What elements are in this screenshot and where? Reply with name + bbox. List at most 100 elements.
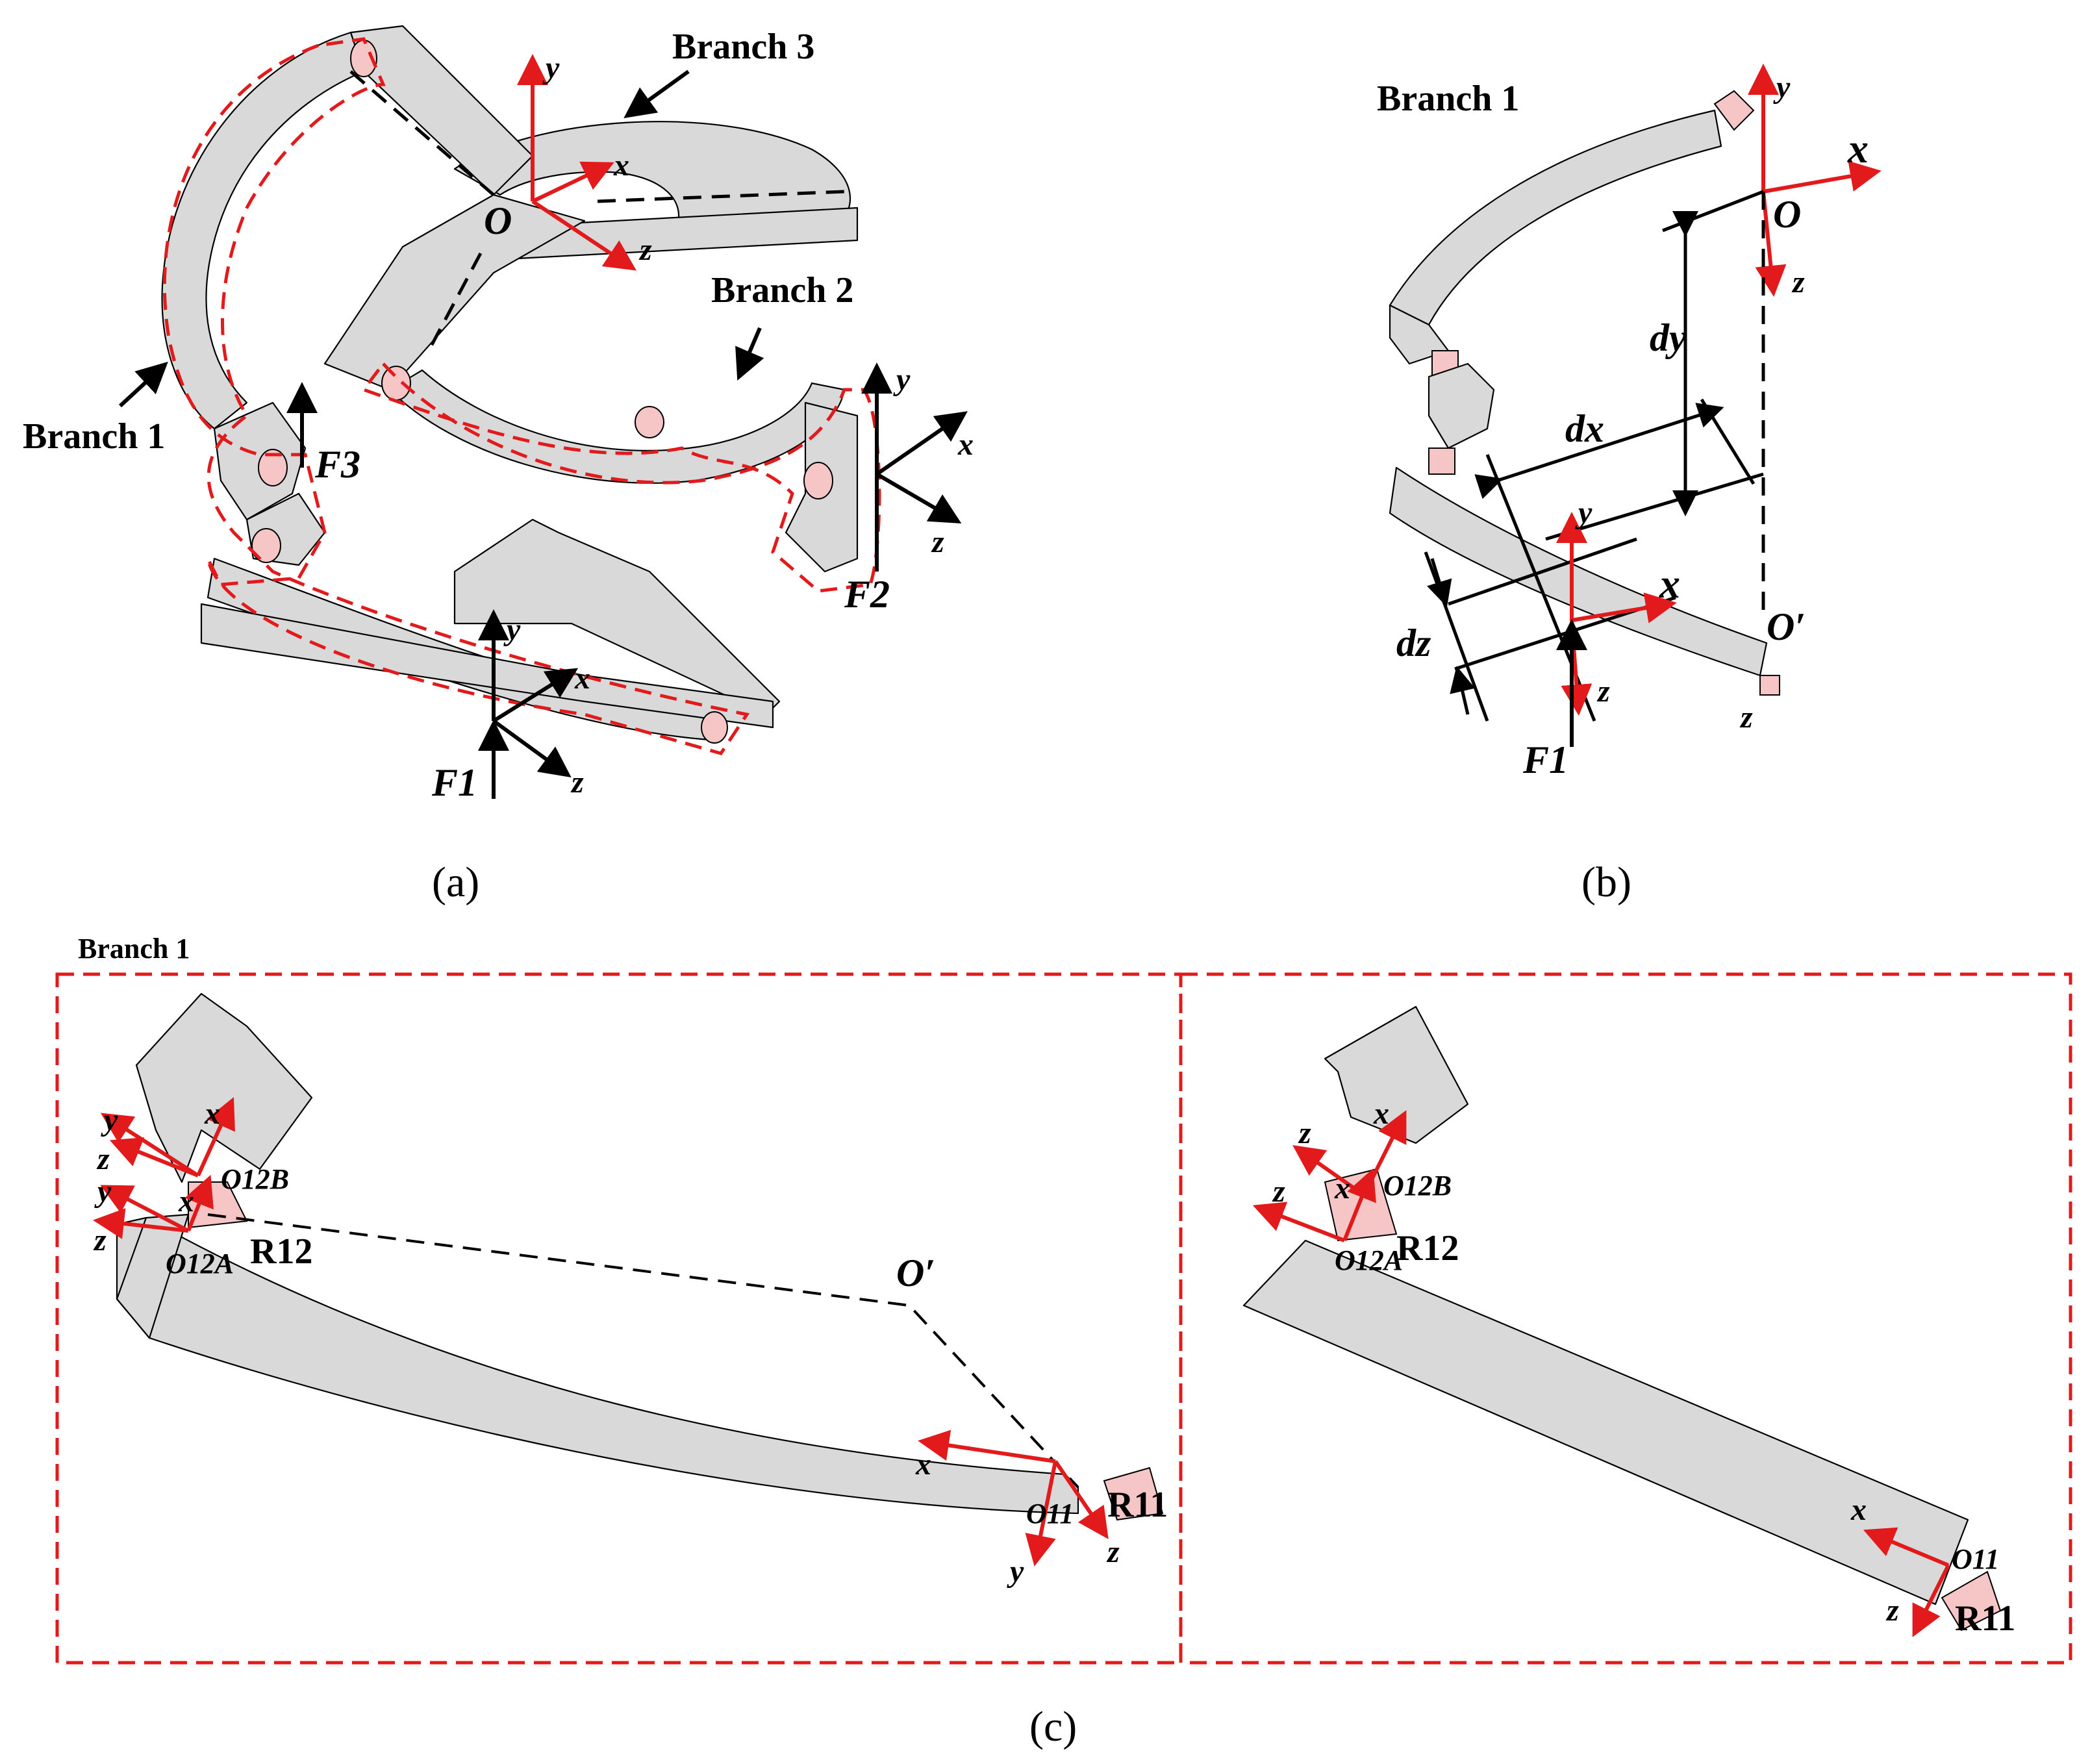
- c-O12A-label: O12A: [166, 1248, 234, 1279]
- c-rO12A-x-label: x: [1334, 1171, 1350, 1205]
- hinge-left-1: [258, 449, 288, 486]
- c-O11-z-label: z: [1106, 1535, 1120, 1569]
- b-hinge-top: [1713, 90, 1755, 131]
- panel-b-branch1: Branch 1 y x z O O′ dy dx: [1377, 64, 1882, 906]
- c-O12A-y-axis: [100, 1185, 190, 1233]
- branch1-upper-link: [349, 25, 534, 196]
- hinge-mid: [381, 366, 411, 401]
- lower-base: [200, 603, 774, 729]
- frameF2-x-axis: [875, 411, 968, 476]
- c-O12B-label: O12B: [221, 1163, 289, 1195]
- frameF1-z-label: z: [570, 765, 584, 800]
- c-rR12-label: R12: [1396, 1228, 1459, 1268]
- hinge-b2-end: [803, 462, 833, 499]
- dy-ext-top: [1662, 190, 1764, 233]
- b-upper-block: [1389, 304, 1450, 365]
- frameO-z-label: z: [638, 233, 652, 267]
- branch1-arc: [161, 31, 365, 430]
- c-right-block: [1324, 1005, 1469, 1144]
- c-rO12B-label: O12B: [1383, 1170, 1452, 1202]
- panel-b-title: Branch 1: [1377, 79, 1519, 119]
- b-hinge-bottom: [1759, 675, 1780, 696]
- branch2-label: Branch 2: [711, 270, 853, 310]
- b-origin-Oprime-label: O′: [1767, 605, 1806, 648]
- branch1-pointer: [118, 361, 168, 408]
- frameO-x-axis: [531, 161, 614, 203]
- frameF2-x-label: x: [957, 427, 974, 462]
- c-O12B-x-axis: [196, 1097, 235, 1177]
- panel-a-label: (a): [432, 859, 479, 906]
- b-frame1-y-label: y: [1575, 496, 1593, 530]
- panel-c-label: (c): [1029, 1703, 1077, 1750]
- panel-c-title: Branch 1: [78, 933, 190, 964]
- b-frameO-z-label: z: [1791, 265, 1805, 299]
- c-O12A-z-label: z: [93, 1223, 107, 1257]
- c-O11-y-label: y: [1007, 1554, 1024, 1589]
- branch1-outline: [162, 37, 750, 755]
- b-frame1-x-axis: [1571, 592, 1677, 624]
- c-rO12A-label: O12A: [1335, 1244, 1403, 1276]
- c-O11-x-label: x: [915, 1447, 931, 1481]
- frameF2-z-label: z: [931, 525, 944, 559]
- c-left-beam-end: [116, 1213, 190, 1339]
- center-hub: [323, 194, 586, 391]
- hinge-left-2: [251, 528, 281, 563]
- c-O12A-y-label: y: [94, 1174, 112, 1209]
- dz-label: dz: [1396, 622, 1431, 664]
- frameO-x-label: x: [613, 148, 629, 183]
- frameF2-z-axis: [875, 472, 962, 524]
- c-R11-label: R11: [1107, 1485, 1168, 1525]
- b-mid-block: [1428, 362, 1495, 449]
- c-O12B-z-axis: [109, 1137, 199, 1178]
- frameF1-y-label: y: [503, 612, 521, 647]
- b-frameO-y-label: y: [1773, 70, 1791, 105]
- panel-b-label: (b): [1581, 859, 1631, 906]
- b-frame1-z-label: z: [1596, 674, 1610, 709]
- c-O11-label: O11: [1026, 1498, 1074, 1530]
- dz-arrow-top: [1427, 558, 1452, 607]
- c-right-hinge-R11: [1941, 1570, 2002, 1632]
- c-O12A-x-label: x: [178, 1184, 194, 1218]
- branch2-arc: [388, 369, 846, 484]
- dy-label: dy: [1650, 316, 1687, 359]
- b-frameO-x-label: x: [1847, 125, 1869, 171]
- force-F2-label: F2: [844, 573, 890, 616]
- c-rO12A-z-label: z: [1272, 1174, 1285, 1209]
- c-O11-x-axis: [918, 1430, 1056, 1463]
- c-O12A-x-axis: [184, 1174, 214, 1232]
- frameF2-y-label: y: [893, 362, 911, 397]
- panel-c-branch1: Branch 1 O′ y z x y z x O12B O12A R12 x …: [55, 933, 2072, 1750]
- dz-ext-top: [1448, 537, 1637, 606]
- b-z-tip-label: z: [1739, 700, 1753, 735]
- c-O12A-z-axis: [93, 1208, 189, 1239]
- dx-label: dx: [1565, 407, 1604, 450]
- b-upper-beam: [1389, 109, 1722, 326]
- c-O11-y-axis: [1025, 1461, 1057, 1567]
- b1-center-line: [349, 70, 495, 196]
- branch3-pointer: [623, 69, 690, 119]
- c-rO11-z-label: z: [1885, 1593, 1899, 1628]
- b-hinge-2: [1428, 447, 1455, 475]
- c-O12B-y-axis: [100, 1113, 199, 1178]
- hinge-low: [701, 711, 728, 744]
- branch3-label: Branch 3: [672, 27, 814, 67]
- c-rO12B-z-label: z: [1298, 1116, 1311, 1150]
- dz-ext-line: [1424, 551, 1489, 722]
- b-frameO-x-axis: [1763, 160, 1882, 194]
- c-rO12B-x-label: x: [1373, 1096, 1389, 1131]
- b2-center-line: [427, 252, 483, 352]
- c-R12-label: R12: [250, 1231, 312, 1272]
- b3-center-line: [597, 190, 845, 203]
- panel-a-mechanism: y x z O y x z F2 y x z F1 F3 Branch 3 Br…: [23, 25, 974, 906]
- branch1-label: Branch 1: [23, 416, 165, 457]
- frameO-z-axis: [531, 199, 636, 271]
- c-O12B-z-label: z: [96, 1142, 110, 1176]
- c-O12B-y-label: y: [101, 1103, 118, 1137]
- branch2-pointer: [735, 327, 764, 381]
- panel-c-right-frame: [1179, 972, 2072, 1665]
- frameF1-z-axis: [492, 719, 572, 778]
- c-rO11-label: O11: [1952, 1543, 1999, 1575]
- c-origin-Oprime-label: O′: [896, 1252, 935, 1294]
- c-left-hinge-R11: [1103, 1467, 1164, 1521]
- force-F1-label: F1: [431, 761, 477, 804]
